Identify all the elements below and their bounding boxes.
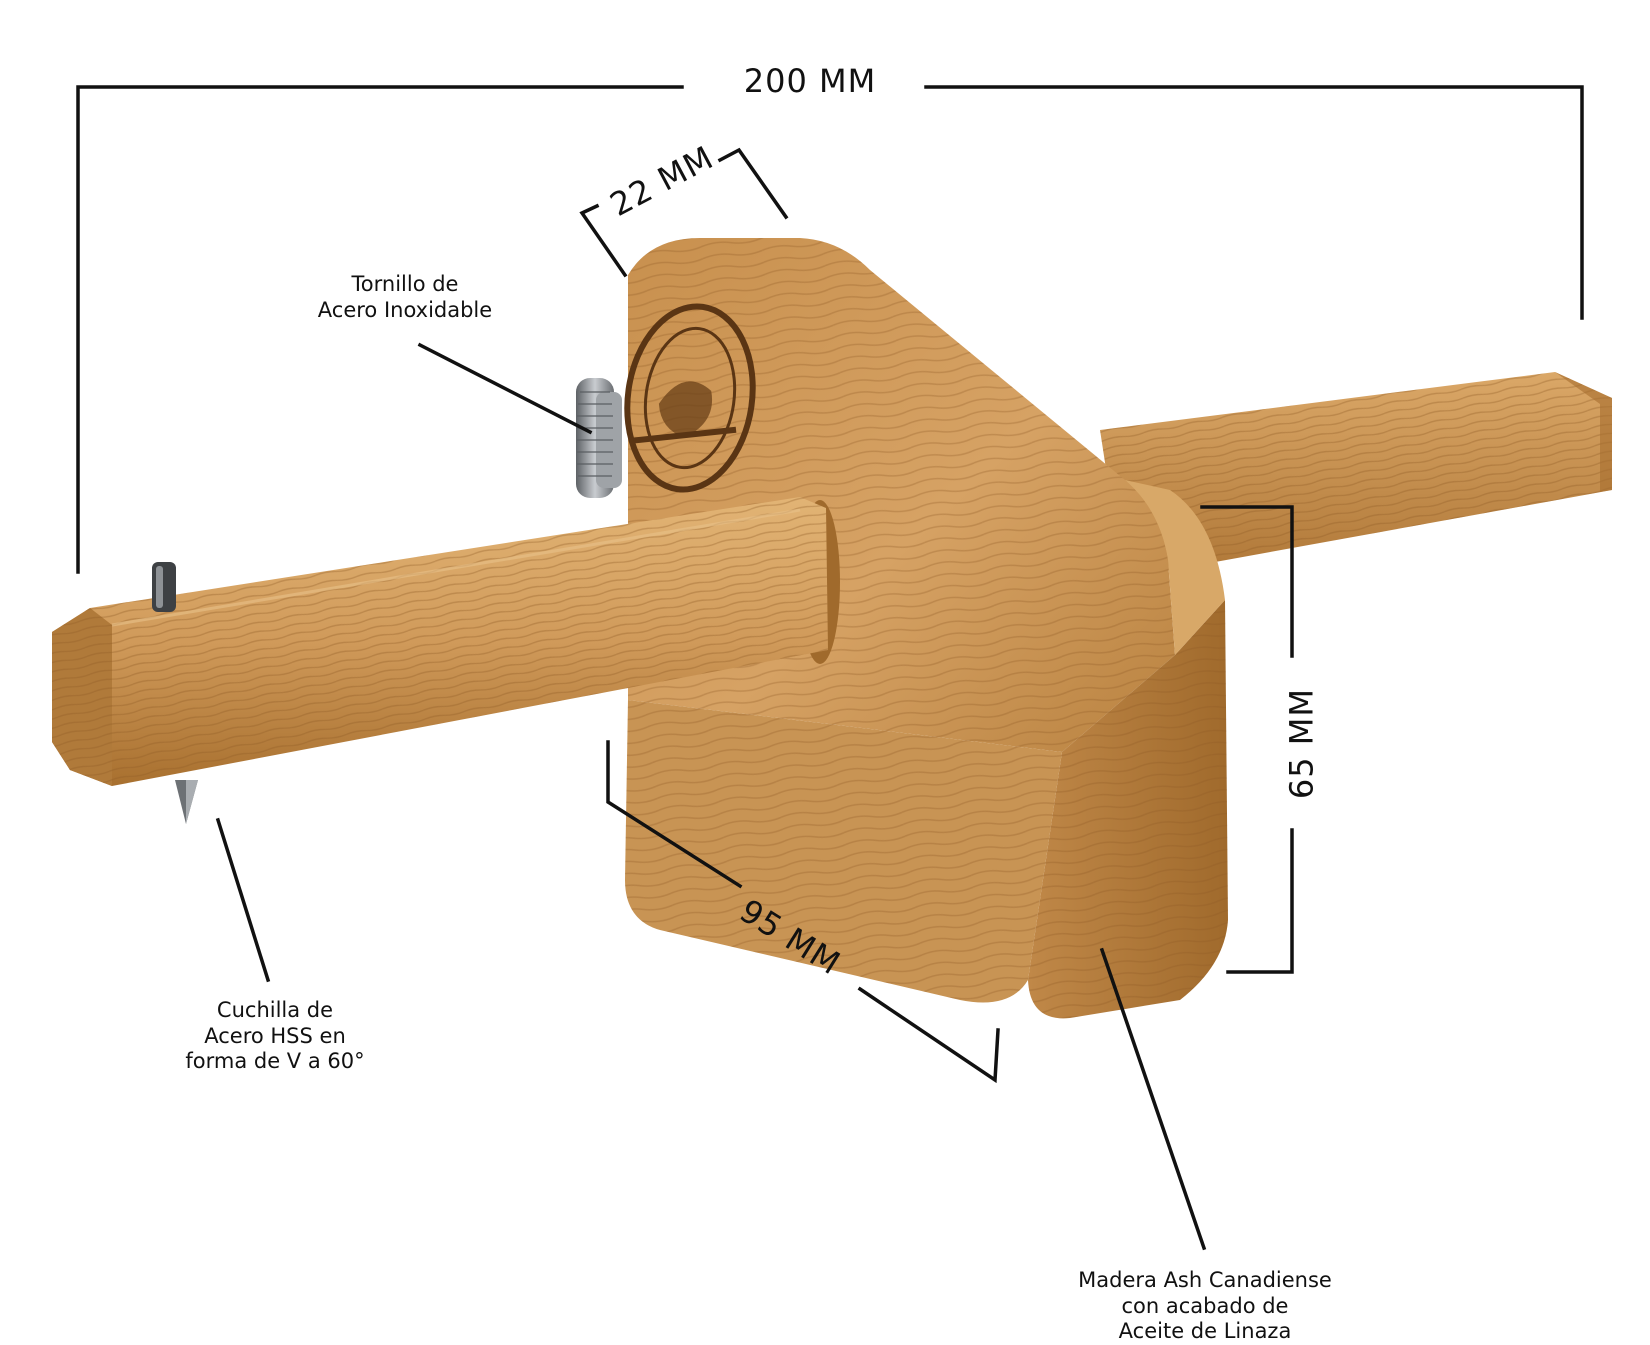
dimension-height-label: 65 MM xyxy=(1282,687,1321,800)
wood-callout-line-2: con acabado de xyxy=(1121,1293,1289,1318)
screw-callout-line-2: Acero Inoxidable xyxy=(317,297,493,322)
annotation-lines xyxy=(76,85,1584,1251)
blade-callout-line-2: Acero HSS en xyxy=(204,1023,346,1048)
beam-front xyxy=(52,497,828,786)
brand-stamp xyxy=(624,303,756,493)
thumb-screw xyxy=(576,378,622,498)
cutter-pin xyxy=(152,562,198,824)
wood-callout-line-3: Aceite de Linaza xyxy=(1118,1319,1292,1344)
blade-callout-line-1: Cuchilla de xyxy=(216,998,334,1022)
dimension-length-label: 200 MM xyxy=(743,62,877,100)
screw-callout-line-1: Tornillo de xyxy=(351,272,459,296)
screw-callout: Tornillo de Acero Inoxidable xyxy=(280,272,530,323)
wood-callout-line-1: Madera Ash Canadiense xyxy=(1078,1268,1332,1292)
blade-callout-line-3: forma de V a 60° xyxy=(185,1049,365,1074)
wood-callout: Madera Ash Canadiense con acabado de Ace… xyxy=(1040,1268,1370,1345)
blade-callout: Cuchilla de Acero HSS en forma de V a 60… xyxy=(150,998,400,1075)
beam-back xyxy=(1100,372,1612,572)
